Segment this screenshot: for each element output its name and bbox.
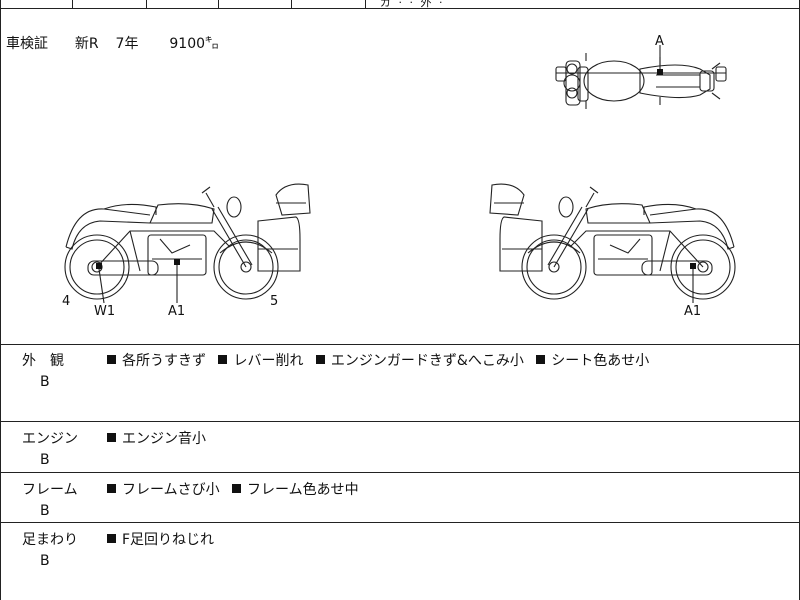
section-grade: B xyxy=(40,553,50,569)
section-grade: B xyxy=(40,452,50,468)
motorcycle-top-view xyxy=(555,53,727,109)
section-grade: B xyxy=(40,374,50,390)
motorcycle-right-view xyxy=(489,183,736,300)
registration-label: 車検証 xyxy=(6,36,48,52)
left-muffler-marker-label: W1 xyxy=(94,304,116,319)
plate-class: 新R xyxy=(74,36,99,52)
rear-wheel-marker-label: 4 xyxy=(62,294,71,309)
section-notes: F足回りねじれ xyxy=(107,529,222,549)
note-item: フレームさび小 xyxy=(107,482,220,498)
section-name: 外 観 xyxy=(22,353,64,369)
left-muffler-mark xyxy=(96,263,102,269)
frame-left xyxy=(0,0,1,600)
header-fragment-text: ガ · · 外 · xyxy=(380,0,445,9)
header-divider xyxy=(365,0,366,8)
registration-info: 車検証 新R 7年 9100㌔ xyxy=(6,33,219,53)
note-item: エンジンガードきず&へこみ小 xyxy=(315,353,524,369)
header-divider xyxy=(291,0,292,8)
damage-diagram xyxy=(64,45,736,304)
model-year: 7年 xyxy=(115,36,139,52)
header-divider xyxy=(218,0,219,8)
divider xyxy=(0,472,800,473)
divider xyxy=(0,8,800,9)
front-wheel-marker-label: 5 xyxy=(270,294,279,309)
divider xyxy=(0,522,800,523)
left-engine-mark xyxy=(174,259,180,265)
header-divider xyxy=(72,0,73,8)
divider xyxy=(0,344,800,345)
divider xyxy=(0,421,800,422)
top-view-marker-label: A xyxy=(655,34,664,49)
note-item: エンジン音小 xyxy=(107,431,206,447)
section-name: エンジン xyxy=(22,431,78,447)
note-item: 各所うすきず xyxy=(107,353,206,369)
section-notes: フレームさび小 フレーム色あせ中 xyxy=(107,479,367,499)
section-notes: 各所うすきず レバー削れ エンジンガードきず&へこみ小 シート色あせ小 xyxy=(107,350,657,370)
section-notes: エンジン音小 xyxy=(107,428,214,448)
mileage: 9100㌔ xyxy=(169,36,220,52)
left-muffler-leader xyxy=(98,268,105,304)
top-view-mark xyxy=(657,69,663,75)
right-muffler-mark xyxy=(690,263,696,269)
section-name: 足まわり xyxy=(22,532,78,548)
note-item: F足回りねじれ xyxy=(107,532,214,548)
section-name: フレーム xyxy=(22,482,78,498)
note-item: レバー削れ xyxy=(218,353,303,369)
motorcycle-left-view xyxy=(64,183,311,300)
header-divider xyxy=(146,0,147,8)
right-muffler-marker-label: A1 xyxy=(684,304,702,319)
left-engine-marker-label: A1 xyxy=(168,304,186,319)
section-grade: B xyxy=(40,503,50,519)
header-row-fragment: ガ · · 外 · xyxy=(0,0,800,9)
note-item: フレーム色あせ中 xyxy=(232,482,359,498)
note-item: シート色あせ小 xyxy=(536,353,649,369)
